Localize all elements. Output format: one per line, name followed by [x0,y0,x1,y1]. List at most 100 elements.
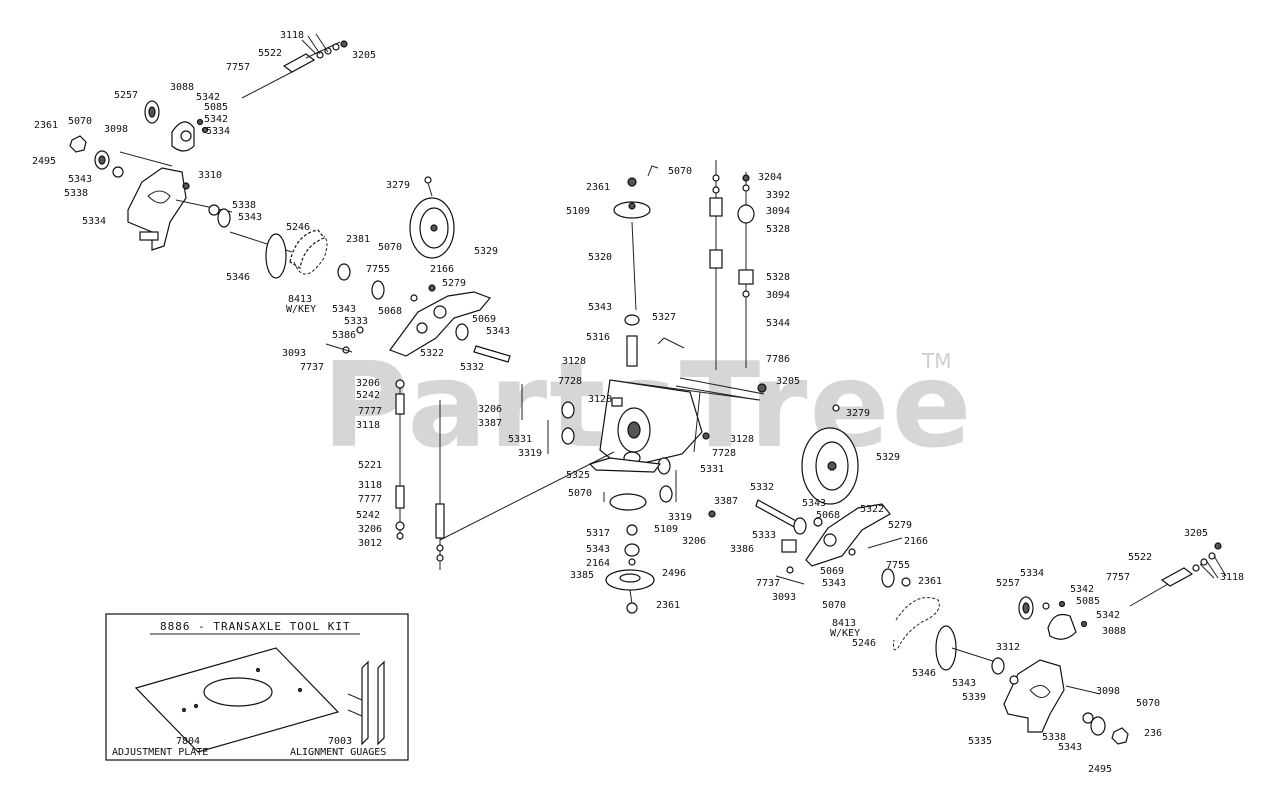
alignment-gauge-shape [361,660,369,746]
part-callout-label: 3093 [282,348,306,359]
part-callout-label: 5070 [822,600,846,611]
watermark-tm: TM [921,349,951,373]
part-callout-label: 5522 [1128,552,1152,563]
part-callout-label: 3118 [356,420,380,431]
part-callout-label: 3319 [518,448,542,459]
part-callout-label: 5069 [472,314,496,325]
part-callout-label: 7755 [366,264,390,275]
gauge-label: ALIGNMENT GUAGES [290,747,386,758]
part-callout-label: 2496 [662,568,686,579]
part-callout-label: 7755 [886,560,910,571]
part-callout-label: 7737 [300,362,324,373]
part-callout-label: 5343 [1058,742,1082,753]
part-callout-label: 3118 [358,480,382,491]
part-callout-label: W/KEY [286,304,316,315]
part-callout-label: 3310 [198,170,222,181]
part-callout-label: 3206 [478,404,502,415]
part-callout-label: 2495 [32,156,56,167]
part-callout-label: 5342 [196,92,220,103]
part-callout-label: 5522 [258,48,282,59]
part-callout-label: 5242 [356,510,380,521]
part-callout-label: 3206 [358,524,382,535]
part-callout-label: 3088 [1102,626,1126,637]
part-callout-label: 5332 [750,482,774,493]
part-callout-label: 3386 [730,544,754,555]
part-callout-label: 3205 [1184,528,1208,539]
part-callout-label: 3118 [1220,572,1244,583]
part-callout-label: 2166 [904,536,928,547]
part-callout-label: 5343 [68,174,92,185]
part-callout-label: 5246 [286,222,310,233]
part-callout-label: 5257 [114,90,138,101]
part-callout-label: 5085 [1076,596,1100,607]
part-callout-label: 5342 [1096,610,1120,621]
part-callout-label: 5346 [912,668,936,679]
part-callout-label: 5331 [700,464,724,475]
part-callout-label: 7737 [756,578,780,589]
part-callout-label: 3392 [766,190,790,201]
part-callout-label: 3128 [588,394,612,405]
part-callout-label: 5329 [474,246,498,257]
center-stack [613,160,767,393]
part-callout-label: 3385 [570,570,594,581]
part-callout-label: 5338 [1042,732,1066,743]
left-spring-column [395,379,445,570]
part-callout-label: 5070 [378,242,402,253]
part-callout-label: 3128 [730,434,754,445]
part-callout-label: 5331 [508,434,532,445]
part-callout-label: 5279 [442,278,466,289]
part-callout-label: 5085 [204,102,228,113]
part-callout-label: 5333 [752,530,776,541]
part-callout-label: 5257 [996,578,1020,589]
part-callout-label: 7777 [358,494,382,505]
part-callout-label: 2495 [1088,764,1112,775]
part-callout-label: 5329 [876,452,900,463]
part-callout-label: 5320 [588,252,612,263]
part-callout-label: 5343 [588,302,612,313]
part-callout-label: 7757 [226,62,250,73]
part-callout-label: 5343 [332,304,356,315]
part-callout-label: 5327 [652,312,676,323]
part-callout-label: 5070 [668,166,692,177]
plate-number: 7804 [176,736,200,747]
part-callout-label: 5342 [1070,584,1094,595]
part-callout-label: 5316 [586,332,610,343]
part-callout-label: 5346 [226,272,250,283]
part-callout-label: 2166 [430,264,454,275]
part-callout-label: 5328 [766,272,790,283]
part-callout-label: 5069 [820,566,844,577]
part-callout-label: 5343 [238,212,262,223]
part-callout-label: 5332 [460,362,484,373]
part-callout-label: 3312 [996,642,1020,653]
part-callout-label: 5068 [378,306,402,317]
part-callout-label: 5333 [344,316,368,327]
part-callout-label: 5386 [332,330,356,341]
part-callout-label: 8413 [288,294,312,305]
part-callout-label: 5328 [766,224,790,235]
part-callout-label: 5343 [802,498,826,509]
part-callout-label: 5343 [952,678,976,689]
part-callout-label: 7786 [766,354,790,365]
gauge-number: 7003 [328,736,352,747]
callout-labels: 3118552277573205525730885342508553425334… [32,30,1244,775]
part-callout-label: 2164 [586,558,610,569]
part-callout-label: 5343 [822,578,846,589]
part-callout-label: 5322 [860,504,884,515]
part-callout-label: 5344 [766,318,790,329]
part-callout-label: 3387 [714,496,738,507]
lower-right-assembly [755,404,1227,745]
part-callout-label: 3279 [386,180,410,191]
part-callout-label: 2361 [918,576,942,587]
part-callout-label: 3098 [1096,686,1120,697]
part-callout-label: 5343 [586,544,610,555]
part-callout-label: 2361 [34,120,58,131]
part-callout-label: 5335 [968,736,992,747]
part-callout-label: 5342 [204,114,228,125]
part-callout-label: 5109 [654,524,678,535]
part-callout-label: 3098 [104,124,128,135]
transaxle-case [439,377,765,541]
part-callout-label: 3319 [668,512,692,523]
lower-center-stack [603,492,716,614]
part-callout-label: 2361 [586,182,610,193]
